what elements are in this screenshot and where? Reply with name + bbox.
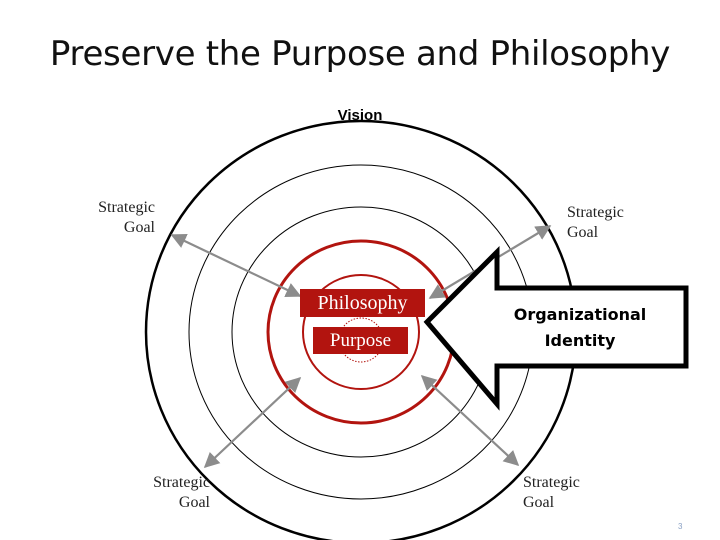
organizational-identity-arrow — [423, 245, 689, 411]
goal-line1: Strategic — [98, 199, 155, 216]
goal-line1: Strategic — [153, 474, 210, 491]
goal-line2: Goal — [523, 494, 555, 511]
identity-line2: Identity — [544, 331, 616, 350]
slide-title: Preserve the Purpose and Philosophy — [49, 34, 671, 74]
vision-label: Vision — [337, 107, 383, 124]
goal-line2: Goal — [567, 224, 599, 241]
purpose-label: Purpose — [313, 327, 408, 354]
goal-arrow-bottom-right — [420, 374, 520, 467]
goal-line1: Strategic — [567, 204, 624, 221]
identity-line1: Organizational — [513, 305, 647, 324]
page-number: 3 — [678, 522, 683, 531]
goal-line1: Strategic — [523, 474, 580, 491]
purpose-ring — [302, 274, 420, 390]
goal-line2: Goal — [178, 494, 210, 511]
organizational-identity-label: Organizational Identity — [490, 302, 670, 354]
strategic-goal-bottom-left: Strategic Goal — [115, 473, 210, 513]
philosophy-label: Philosophy — [300, 289, 425, 317]
goal-arrow-top-left — [170, 234, 302, 297]
goal-arrow-bottom-left — [203, 376, 302, 469]
goal-line2: Goal — [123, 219, 155, 236]
strategic-goal-top-left: Strategic Goal — [60, 198, 155, 238]
strategic-goal-top-right: Strategic Goal — [567, 203, 677, 243]
strategic-goal-bottom-right: Strategic Goal — [523, 473, 633, 513]
